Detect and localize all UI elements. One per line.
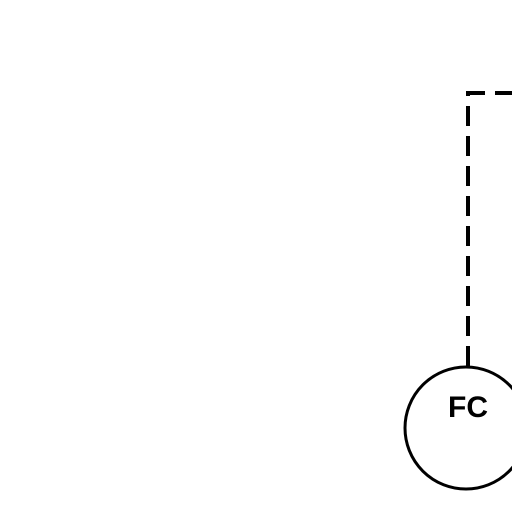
signal-line <box>466 91 512 366</box>
instrument-bubble: FC <box>403 365 512 491</box>
instrument-tag-label: FC <box>448 391 488 424</box>
instrument-circle <box>403 365 512 491</box>
